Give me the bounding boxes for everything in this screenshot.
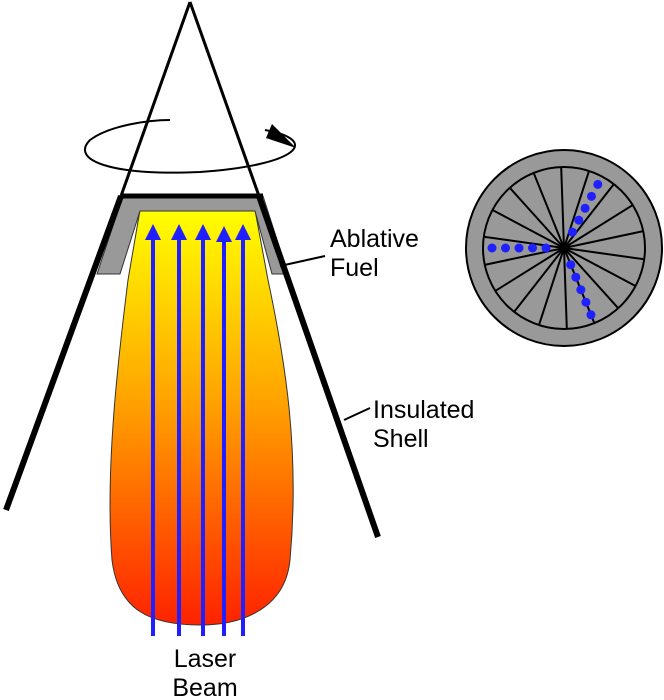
wheel-spoke [532, 172, 565, 249]
beam-spot [501, 243, 510, 253]
wheel-spoke [563, 247, 619, 309]
beam-spot [586, 310, 596, 320]
beam-spot [567, 227, 577, 237]
beam-spot [581, 297, 591, 307]
end-view-disc [465, 149, 663, 347]
ablative-leader [279, 255, 326, 267]
beam-spot [593, 179, 603, 189]
ablative-fuel [96, 195, 289, 275]
wheel-spoke [563, 204, 634, 249]
laser-label-line2: Beam [172, 674, 237, 700]
wheel-spoke [483, 235, 565, 249]
shell-label-line1: Insulated [373, 396, 474, 424]
wheel-spoke [513, 247, 565, 313]
beam-spot [586, 191, 596, 201]
beam-spot [571, 272, 581, 282]
wheel-spoke [563, 183, 615, 249]
wheel-spoke [563, 247, 568, 329]
beam-spot [580, 203, 590, 213]
wheel-spoke [560, 167, 565, 249]
beam-spot [576, 285, 586, 295]
insulated-shell [3, 1, 381, 538]
shell-leader [343, 407, 371, 421]
wheel-spoke [563, 230, 644, 249]
laser-beams [145, 224, 251, 636]
rotation-arrow-icon [84, 119, 297, 174]
ablative-label-line2: Fuel [330, 254, 379, 282]
wheel-spoke [509, 187, 565, 249]
wheel-spoke [563, 247, 636, 287]
laser-label-line1: Laser [174, 645, 237, 673]
beam-spot [487, 243, 497, 253]
beam-spot [514, 243, 524, 253]
ablative-label-line1: Ablative [330, 225, 419, 253]
beam-spot [541, 243, 551, 253]
beam-spot [528, 243, 537, 253]
wheel-spoke [494, 247, 565, 292]
wheel-spoke [538, 247, 565, 326]
wheel-spoke [484, 247, 565, 266]
wheel-spoke [563, 170, 590, 249]
wheel-spoke [563, 247, 645, 261]
shell-label-line2: Shell [373, 425, 429, 453]
beam-spot [574, 215, 584, 225]
beam-spot [566, 260, 576, 270]
wheel-spoke [492, 209, 565, 249]
